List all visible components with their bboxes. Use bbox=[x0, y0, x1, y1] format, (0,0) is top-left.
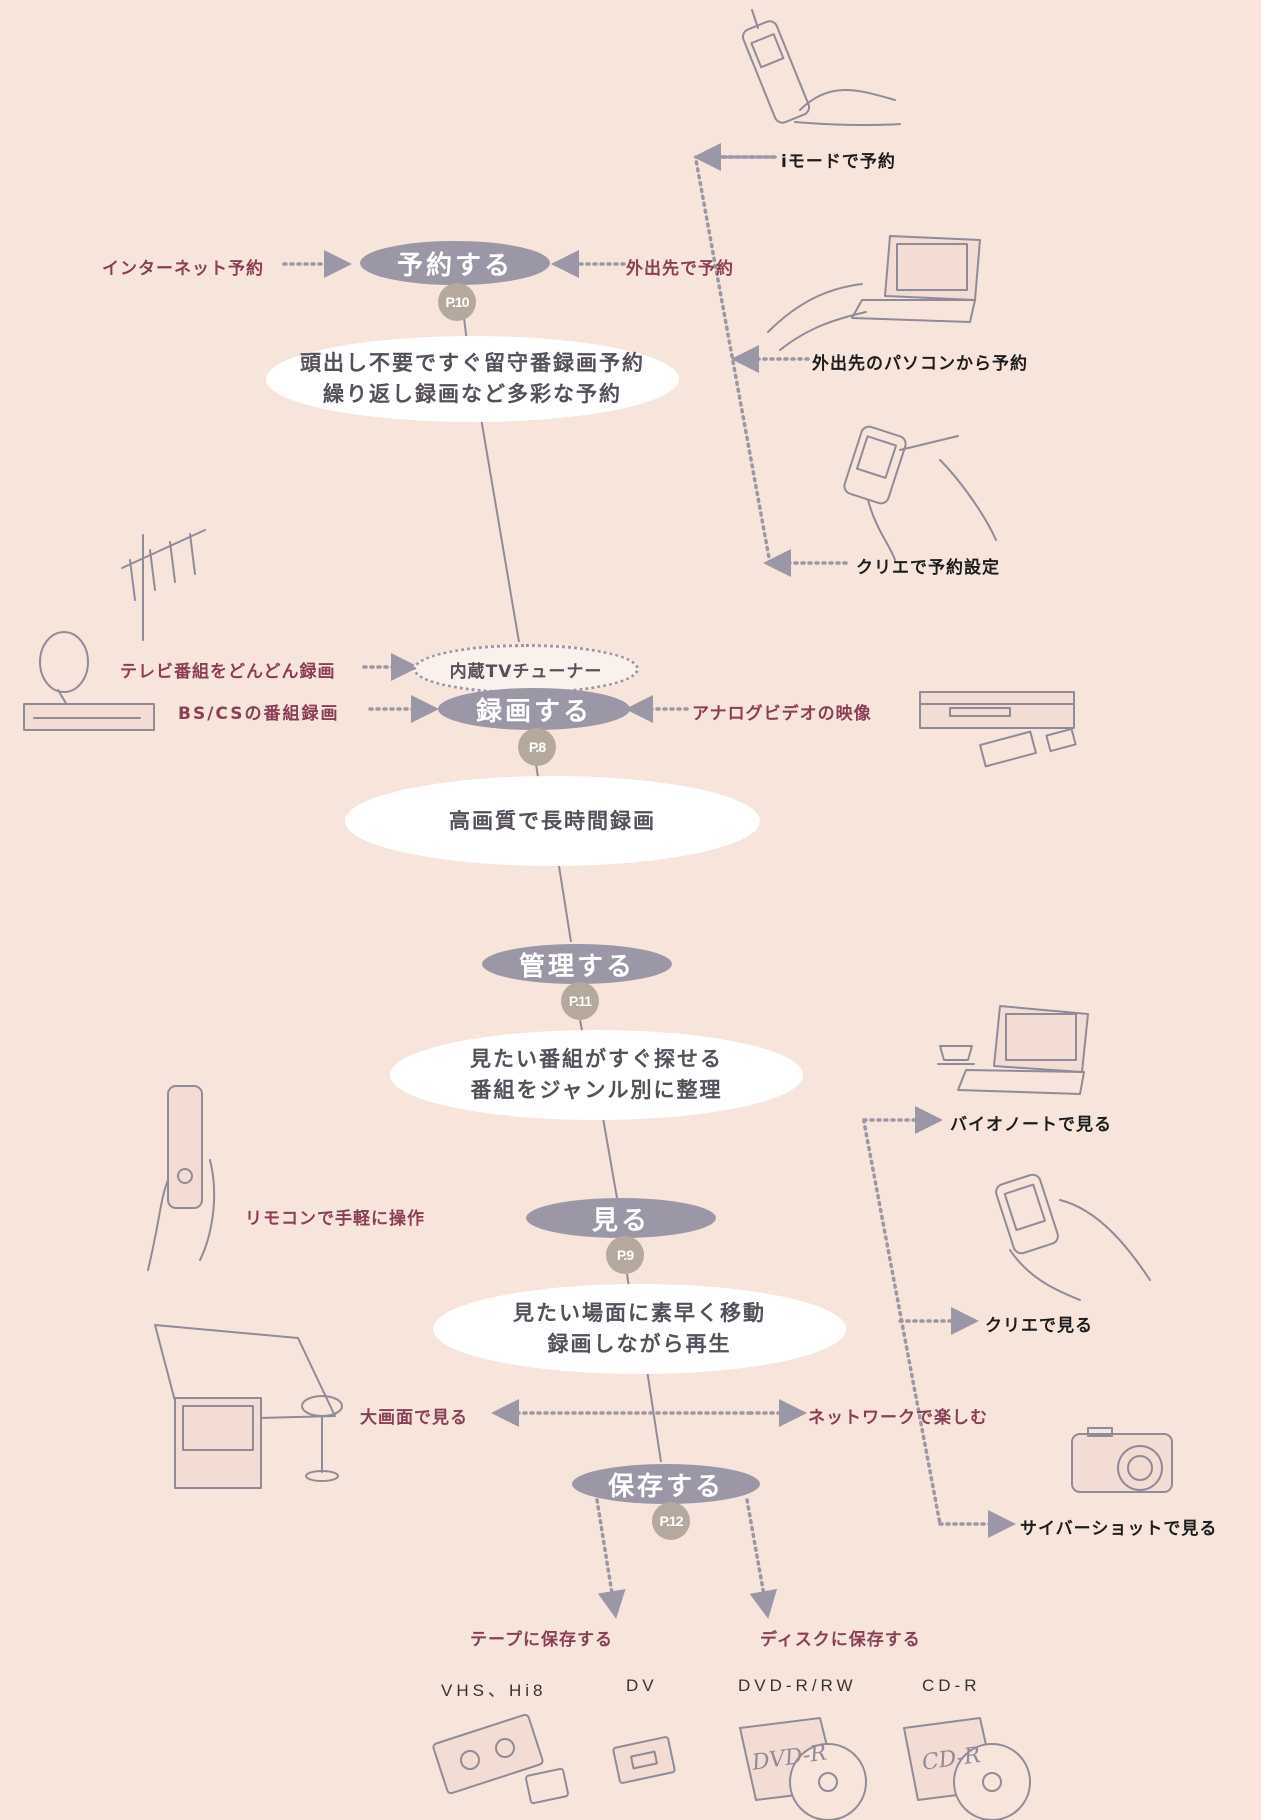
mobile-phone-icon bbox=[741, 9, 901, 127]
remote-control-icon bbox=[147, 1085, 216, 1271]
tuner-label: 内蔵TVチューナー bbox=[449, 661, 603, 682]
cassette-tape-icon bbox=[432, 1713, 569, 1805]
stage-save[interactable]: 保存する bbox=[572, 1464, 760, 1504]
feature-internet-reserve: インターネット予約 bbox=[102, 259, 264, 279]
stage-watch-label: 見る bbox=[591, 1205, 650, 1236]
format-dv: DV bbox=[626, 1676, 658, 1695]
arrow-save-tape bbox=[595, 1498, 626, 1619]
page-badge-save[interactable]: P.12 bbox=[652, 1502, 690, 1540]
format-vhs-hi8: VHS、Hi8 bbox=[441, 1681, 547, 1700]
satellite-dish-icon bbox=[23, 631, 155, 731]
page-badge-manage[interactable]: P.11 bbox=[561, 982, 599, 1020]
stage-record[interactable]: 録画する bbox=[438, 688, 630, 730]
feature-analog-video: アナログビデオの映像 bbox=[692, 704, 872, 724]
feature-save-disc: ディスクに保存する bbox=[760, 1630, 921, 1650]
dv-tape-icon bbox=[612, 1736, 676, 1784]
feature-bscs-record: BS/CSの番組録画 bbox=[178, 704, 340, 724]
format-dvd-rw: DVD-R/RW bbox=[738, 1676, 857, 1695]
stage-reserve-label: 予約する bbox=[396, 250, 513, 281]
stage-manage-label: 管理する bbox=[518, 951, 635, 982]
stage-record-label: 録画する bbox=[475, 696, 592, 727]
watch-desc-line1: 見たい場面に素早く移動 bbox=[513, 1301, 766, 1325]
manage-desc-line2: 番組をジャンル別に整理 bbox=[470, 1078, 723, 1102]
device-clie-watch: クリエで見る bbox=[985, 1316, 1093, 1336]
watch-description: 見たい場面に素早く移動 録画しながら再生 bbox=[433, 1284, 846, 1374]
reserve-description: 頭出し不要ですぐ留守番録画予約 繰り返し録画など多彩な予約 bbox=[266, 336, 679, 422]
device-imode: iモードで予約 bbox=[781, 152, 896, 172]
device-clie-reserve: クリエで予約設定 bbox=[856, 558, 1000, 578]
stage-watch[interactable]: 見る bbox=[526, 1198, 716, 1238]
device-cybershot: サイバーショットで見る bbox=[1020, 1519, 1218, 1539]
reserve-desc-line2: 繰り返し録画など多彩な予約 bbox=[323, 382, 622, 406]
manage-description: 見たい番組がすぐ探せる 番組をジャンル別に整理 bbox=[390, 1030, 803, 1120]
stage-save-label: 保存する bbox=[607, 1471, 724, 1502]
digital-camera-icon bbox=[1071, 1427, 1173, 1493]
projector-screen-icon bbox=[154, 1324, 343, 1489]
watch-desc-line2: 録画しながら再生 bbox=[547, 1332, 732, 1356]
feature-tv-record: テレビ番組をどんどん録画 bbox=[120, 662, 336, 682]
record-description: 高画質で長時間録画 bbox=[345, 776, 760, 866]
format-cd-r: CD-R bbox=[922, 1676, 981, 1695]
pda-icon bbox=[995, 1173, 1151, 1301]
vcr-icon bbox=[919, 691, 1077, 768]
stage-reserve[interactable]: 予約する bbox=[360, 241, 550, 285]
arrow-save-disc bbox=[745, 1498, 778, 1619]
feature-remote-reserve: 外出先で予約 bbox=[626, 259, 734, 279]
device-vaio: バイオノートで見る bbox=[950, 1115, 1112, 1135]
feature-network-enjoy: ネットワークで楽しむ bbox=[808, 1408, 988, 1428]
page-badge-reserve[interactable]: P.10 bbox=[438, 283, 476, 321]
record-desc-line1: 高画質で長時間録画 bbox=[449, 808, 656, 833]
stage-manage[interactable]: 管理する bbox=[482, 944, 672, 984]
laptop-icon bbox=[767, 235, 981, 351]
feature-save-tape: テープに保存する bbox=[470, 1630, 613, 1650]
pda-icon bbox=[843, 425, 997, 561]
builtin-tv-tuner: 内蔵TVチューナー bbox=[413, 644, 639, 694]
page-badge-watch[interactable]: P.9 bbox=[606, 1236, 644, 1274]
feature-big-screen: 大画面で見る bbox=[360, 1408, 468, 1428]
antenna-icon bbox=[121, 529, 206, 641]
feature-remote-control: リモコンで手軽に操作 bbox=[245, 1209, 425, 1229]
device-pc-remote: 外出先のパソコンから予約 bbox=[812, 354, 1028, 374]
manage-desc-line1: 見たい番組がすぐ探せる bbox=[470, 1047, 723, 1071]
cd-icon bbox=[903, 1717, 1031, 1820]
laptop-icon bbox=[937, 1005, 1089, 1095]
dvd-icon bbox=[739, 1717, 867, 1820]
page-badge-record[interactable]: P.8 bbox=[518, 728, 556, 766]
reserve-desc-line1: 頭出し不要ですぐ留守番録画予約 bbox=[300, 351, 645, 375]
